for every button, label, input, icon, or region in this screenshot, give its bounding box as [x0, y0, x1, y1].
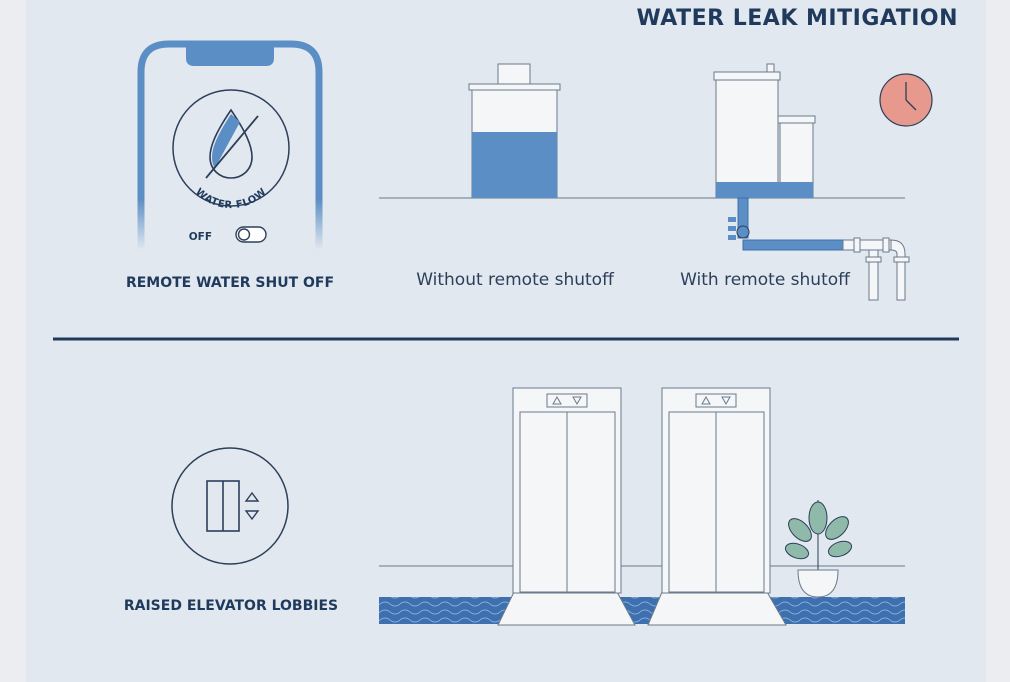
elevator-door-left [512, 387, 622, 594]
water-drop-icon [209, 108, 253, 179]
clock-icon [879, 73, 933, 127]
with-shutoff-label: With remote shutoff [680, 270, 850, 290]
slash-line [205, 115, 259, 179]
elevator-caption: RAISED ELEVATOR LOBBIES [123, 598, 339, 614]
dial-text: WATER FLOW [193, 186, 268, 211]
toggle-label: OFF [189, 231, 212, 243]
potted-plant-icon [784, 500, 853, 598]
phone-illustration [137, 40, 323, 250]
without-shutoff-label: Without remote shutoff [416, 270, 614, 290]
water-flow-dial: WATER FLOW [172, 89, 290, 211]
page-title: WATER LEAK MITIGATION [636, 6, 958, 31]
raised-platform-left [497, 591, 636, 626]
svg-text:WATER FLOW: WATER FLOW [193, 186, 269, 211]
tank-without-shutoff [468, 63, 561, 199]
remote-shutoff-caption: REMOTE WATER SHUT OFF [125, 275, 335, 291]
raised-platform-right [647, 591, 787, 626]
elevator-door-right [661, 387, 771, 594]
elevator-icon [171, 447, 289, 565]
shutoff-pipes [728, 197, 910, 301]
flow-toggle-switch[interactable] [235, 226, 267, 243]
tank-with-shutoff [713, 63, 816, 199]
flood-water [379, 597, 905, 624]
